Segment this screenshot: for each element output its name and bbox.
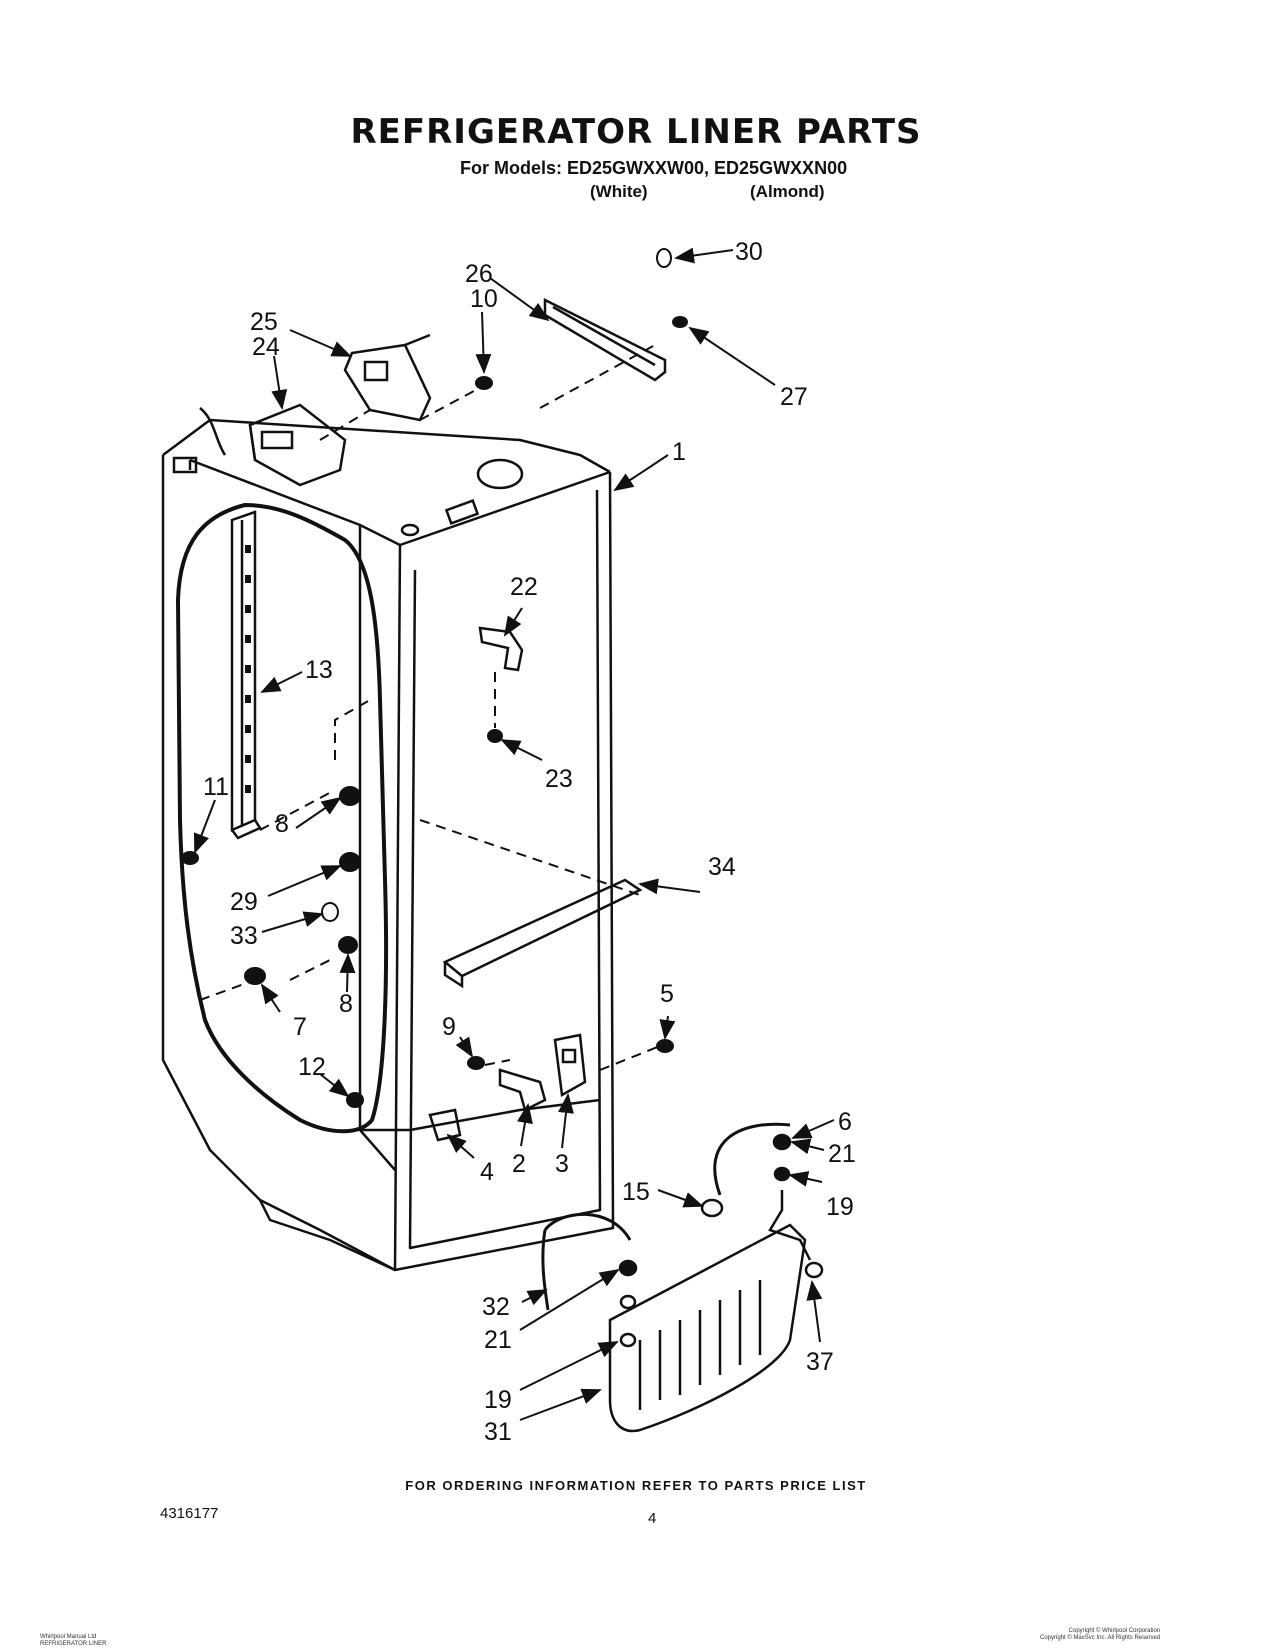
liner-cabinet <box>161 418 615 1272</box>
bracket-22 <box>478 626 524 672</box>
screw-5 <box>656 1039 674 1053</box>
callout-33: 33 <box>230 922 258 950</box>
top-trim-26 <box>543 297 667 382</box>
screw-9 <box>467 1056 485 1070</box>
callout-29: 29 <box>230 888 258 916</box>
screw-23 <box>487 729 503 743</box>
callout-1: 1 <box>672 438 686 466</box>
ordering-info: FOR ORDERING INFORMATION REFER TO PARTS … <box>405 1478 867 1493</box>
callout-7: 7 <box>293 1013 307 1041</box>
footer-left-fineprint: Whirlpool Manual Ltd REFRIGERATOR LINER <box>40 1634 106 1648</box>
top-recesses <box>172 407 524 537</box>
color-almond-label: (Almond) <box>750 182 825 201</box>
heater-wire-loop <box>175 502 389 1134</box>
water-reservoir-assembly <box>541 1122 824 1433</box>
footer-right-fineprint: Copyright © Whirlpool Corporation Copyri… <box>1040 1628 1160 1642</box>
clip-8-upper <box>339 786 361 806</box>
hinge-parts <box>428 1033 587 1142</box>
callout-21-left: 21 <box>484 1326 512 1354</box>
callout-15: 15 <box>622 1178 650 1206</box>
control-housing-24 <box>248 403 347 487</box>
leader-lines <box>193 247 835 1421</box>
cover-25 <box>343 333 432 422</box>
clip-33 <box>321 902 339 922</box>
callout-8-lower: 8 <box>339 990 353 1018</box>
screw-10 <box>475 376 493 390</box>
callout-3: 3 <box>555 1150 569 1178</box>
callout-26: 26 <box>465 260 493 288</box>
callout-30: 30 <box>735 238 763 266</box>
callout-32: 32 <box>482 1293 510 1321</box>
callout-9: 9 <box>442 1013 456 1041</box>
models-line: For Models: ED25GWXXW00, ED25GWXXN00 <box>460 158 848 178</box>
clip-12 <box>346 1092 364 1108</box>
page-number: 4 <box>648 1510 657 1527</box>
callout-numbers: 30 26 10 25 24 27 1 22 13 23 11 8 34 29 … <box>203 238 856 1446</box>
callout-25: 25 <box>250 308 278 336</box>
callout-31: 31 <box>484 1418 512 1446</box>
shelf-ladder-13 <box>230 510 262 840</box>
callout-12: 12 <box>298 1053 326 1081</box>
footer-right-line-1: Copyright © Whirlpool Corporation <box>1068 1628 1161 1634</box>
callout-19-left: 19 <box>484 1386 512 1414</box>
callout-4: 4 <box>480 1158 494 1186</box>
callout-24: 24 <box>252 333 280 361</box>
screw-27 <box>672 316 688 328</box>
assembly-guide-lines <box>199 344 661 1071</box>
callout-37: 37 <box>806 1348 834 1376</box>
callout-13: 13 <box>305 656 333 684</box>
callout-22: 22 <box>510 573 538 601</box>
callout-8-upper: 8 <box>275 810 289 838</box>
callout-27: 27 <box>780 383 808 411</box>
callout-2: 2 <box>512 1150 526 1178</box>
callout-6: 6 <box>838 1108 852 1136</box>
callout-21-right: 21 <box>828 1140 856 1168</box>
callout-34: 34 <box>708 853 736 881</box>
clip-29 <box>339 852 361 872</box>
ladder-slots <box>245 545 251 793</box>
page-title: REFRIGERATOR LINER PARTS <box>350 112 922 152</box>
footer-left-line-2: REFRIGERATOR LINER <box>40 1641 107 1647</box>
callout-23: 23 <box>545 765 573 793</box>
callout-19-right: 19 <box>826 1193 854 1221</box>
retainer-7 <box>244 967 266 985</box>
clip-8-lower <box>338 936 358 954</box>
document-number: 4316177 <box>160 1505 219 1522</box>
callout-10: 10 <box>470 285 498 313</box>
footer-left-line-1: Whirlpool Manual Ltd <box>40 1634 97 1640</box>
callout-5: 5 <box>660 980 674 1008</box>
screw-11 <box>181 851 199 865</box>
plug-30 <box>656 248 672 268</box>
color-white-label: (White) <box>590 182 648 201</box>
footer-right-line-2: Copyright © MaxSvc Inc. All Rights Reser… <box>1040 1635 1161 1641</box>
callout-11: 11 <box>203 773 229 801</box>
